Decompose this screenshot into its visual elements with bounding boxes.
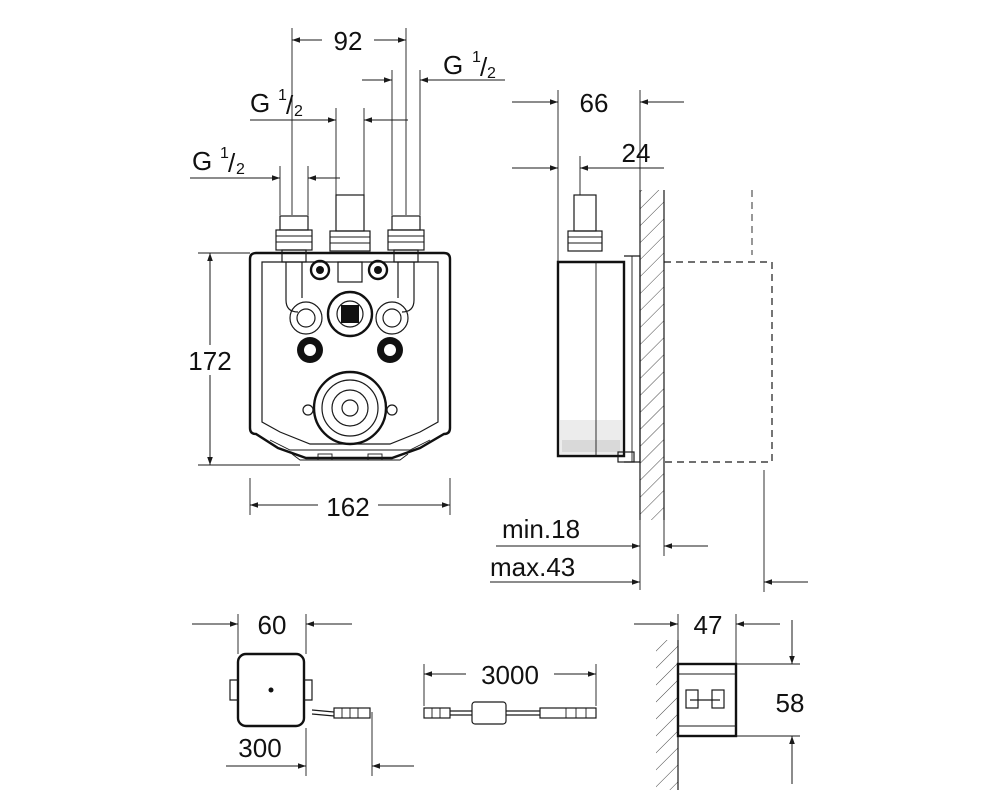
- thread-right-num: 1: [472, 49, 481, 66]
- thread-middle-slash: /: [286, 90, 294, 120]
- dim-60-label: 60: [258, 610, 287, 640]
- dim-47-label: 47: [694, 610, 723, 640]
- dim-60: 60: [192, 610, 352, 654]
- dim-47: 47: [634, 610, 780, 664]
- dim-3000-label: 3000: [481, 660, 539, 690]
- dim-300-label: 300: [238, 733, 281, 763]
- thread-left-main: G: [192, 146, 212, 176]
- dim-66: 66: [512, 88, 684, 262]
- thread-left-dim: G 1 / 2: [190, 145, 340, 215]
- dim-162: 162: [249, 478, 451, 522]
- dim-min18-label: min.18: [502, 514, 580, 544]
- dim-58: 58: [736, 620, 804, 784]
- thread-left-num: 1: [220, 145, 229, 162]
- dim-min18: min.18: [496, 514, 708, 590]
- thread-middle-dim: G 1 / 2: [250, 87, 408, 195]
- thread-right-main: G: [443, 50, 463, 80]
- battery-side-view: [656, 640, 738, 790]
- dim-66-label: 66: [580, 88, 609, 118]
- dim-58-label: 58: [776, 688, 805, 718]
- dim-max43: max.43: [490, 470, 808, 592]
- thread-left-slash: /: [228, 148, 236, 178]
- battery-box-view: [229, 652, 371, 728]
- dim-300: 300: [226, 712, 414, 776]
- thread-left-den: 2: [236, 161, 245, 178]
- dim-172: 172: [182, 252, 300, 466]
- dim-3000: 3000: [423, 658, 597, 706]
- dim-24-label: 24: [622, 138, 651, 168]
- thread-right-den: 2: [487, 65, 496, 82]
- side-view: [556, 190, 773, 520]
- thread-middle-den: 2: [294, 103, 303, 120]
- thread-right-dim: G 1 / 2: [362, 49, 505, 215]
- thread-middle-main: G: [250, 88, 270, 118]
- dim-162-label: 162: [326, 492, 369, 522]
- dim-24: 24: [512, 138, 664, 195]
- dim-92-label: 92: [334, 26, 363, 56]
- dim-172-label: 172: [188, 346, 231, 376]
- dim-max43-label: max.43: [490, 552, 575, 582]
- thread-right-slash: /: [480, 52, 488, 82]
- front-view: [248, 194, 452, 461]
- cable-view: [423, 701, 597, 725]
- thread-middle-num: 1: [278, 87, 287, 104]
- dim-92: 92: [291, 26, 407, 215]
